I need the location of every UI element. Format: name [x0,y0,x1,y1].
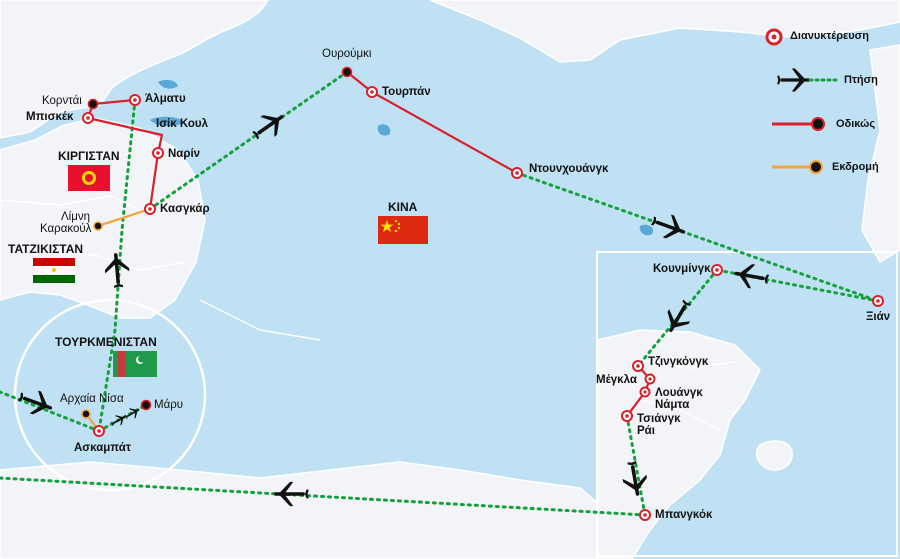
flag-kyrgyzstan [68,165,110,191]
city-label-urumqi: Ουρούμκι [322,48,372,60]
legend-road-label: Οδικώς [836,118,876,130]
legend-flight-icon [777,68,811,92]
land-east [861,44,900,264]
airplane-icon [732,261,771,292]
inset-circle-turkmenistan [13,298,207,492]
country-label-tajikistan: ΤΑΤΖΙΚΙΣΤΑΝ [8,242,84,256]
marker-karakul [93,221,103,231]
city-label-kordai: Κορντάι [42,95,82,107]
city-label-turpan: Τουρπάν [382,86,431,98]
city-label-karakul-lake: Λίμνη Καρακούλ [40,211,92,236]
airplane-icon [648,209,690,244]
marker-nisa [81,409,91,419]
city-label-nisa: Αρχαία Νίσα [60,393,124,405]
land-northwest [0,0,269,139]
lake-tarim [377,124,391,136]
city-label-dunhuang: Ντουνχουάνγκ [529,163,609,175]
road-jinghong-chiangrai [626,365,652,417]
flight-dunhuang-xian [515,171,880,303]
city-label-bangkok: Μπανγκόκ [655,509,713,521]
land-island-east [755,440,793,471]
city-label-jinghong: Τζινγκόνγκ [648,356,709,368]
marker-merv [140,399,152,411]
excursion-kashgar-karakul [97,207,151,228]
land-north-center [429,0,900,63]
flag-turkmenistan [113,351,157,377]
city-markers [81,66,884,521]
flight-kashgar-urumqi [148,70,349,211]
flight-xian-kunming [715,268,880,303]
road-kyrgyzstan-loop [86,98,164,210]
legend-graphics [765,28,840,174]
flag-china [378,216,428,244]
marker-urumqi [341,66,353,78]
city-label-kashgar: Κασγκάρ [160,203,210,215]
country-label-china: ΚΙΝΑ [388,200,418,214]
city-label-bishkek: Μπισκέκ [26,111,74,123]
city-label-xian: Ξιάν [866,311,891,323]
flight-chiangrai-bangkok [625,414,647,517]
legend-flight-label: Πτήση [844,74,878,86]
legend-overnight-label: Διανυκτέρευση [790,30,869,42]
marker-kordai [87,98,99,110]
lakes [150,79,654,236]
city-label-merv: Μάρυ [154,399,184,411]
flight-bangkok-west [0,476,647,517]
city-label-kunming: Κουνμίνγκ [653,263,711,275]
lake-issyk-kul [150,116,184,127]
city-label-issyk-kul: Ισίκ Κουλ [156,118,209,130]
city-label-ashgabat: Ασκαμπάτ [74,442,131,454]
land-southwest [0,461,611,559]
city-label-luang-namtha: Λουάνγκ Νάμτα [655,387,703,412]
flag-tajikistan [33,258,75,283]
airplane-icon [122,404,143,423]
airplane-icon [247,105,291,146]
city-label-naryn: Ναρίν [168,148,201,160]
city-label-mengla: Μέγκλα [596,374,637,386]
country-label-kyrgyzstan: ΚΙΡΓΙΣΤΑΝ [58,149,120,163]
city-label-almaty: Άλματυ [145,93,186,105]
lake-balkhash [158,79,178,89]
land-indochina [597,329,761,559]
inset-box-southeast-asia [596,251,898,557]
airplane-icon [15,385,57,420]
lake-qinghai [639,224,654,236]
legend-excursion-label: Εκδρομή [832,161,879,173]
city-label-chiang-rai: Τσιάνγκ Ράι [637,413,681,438]
country-label-turkmenistan: ΤΟΥΡΚΜΕΝΙΣΤΑΝ [55,335,157,349]
airplane-icon [108,411,129,430]
